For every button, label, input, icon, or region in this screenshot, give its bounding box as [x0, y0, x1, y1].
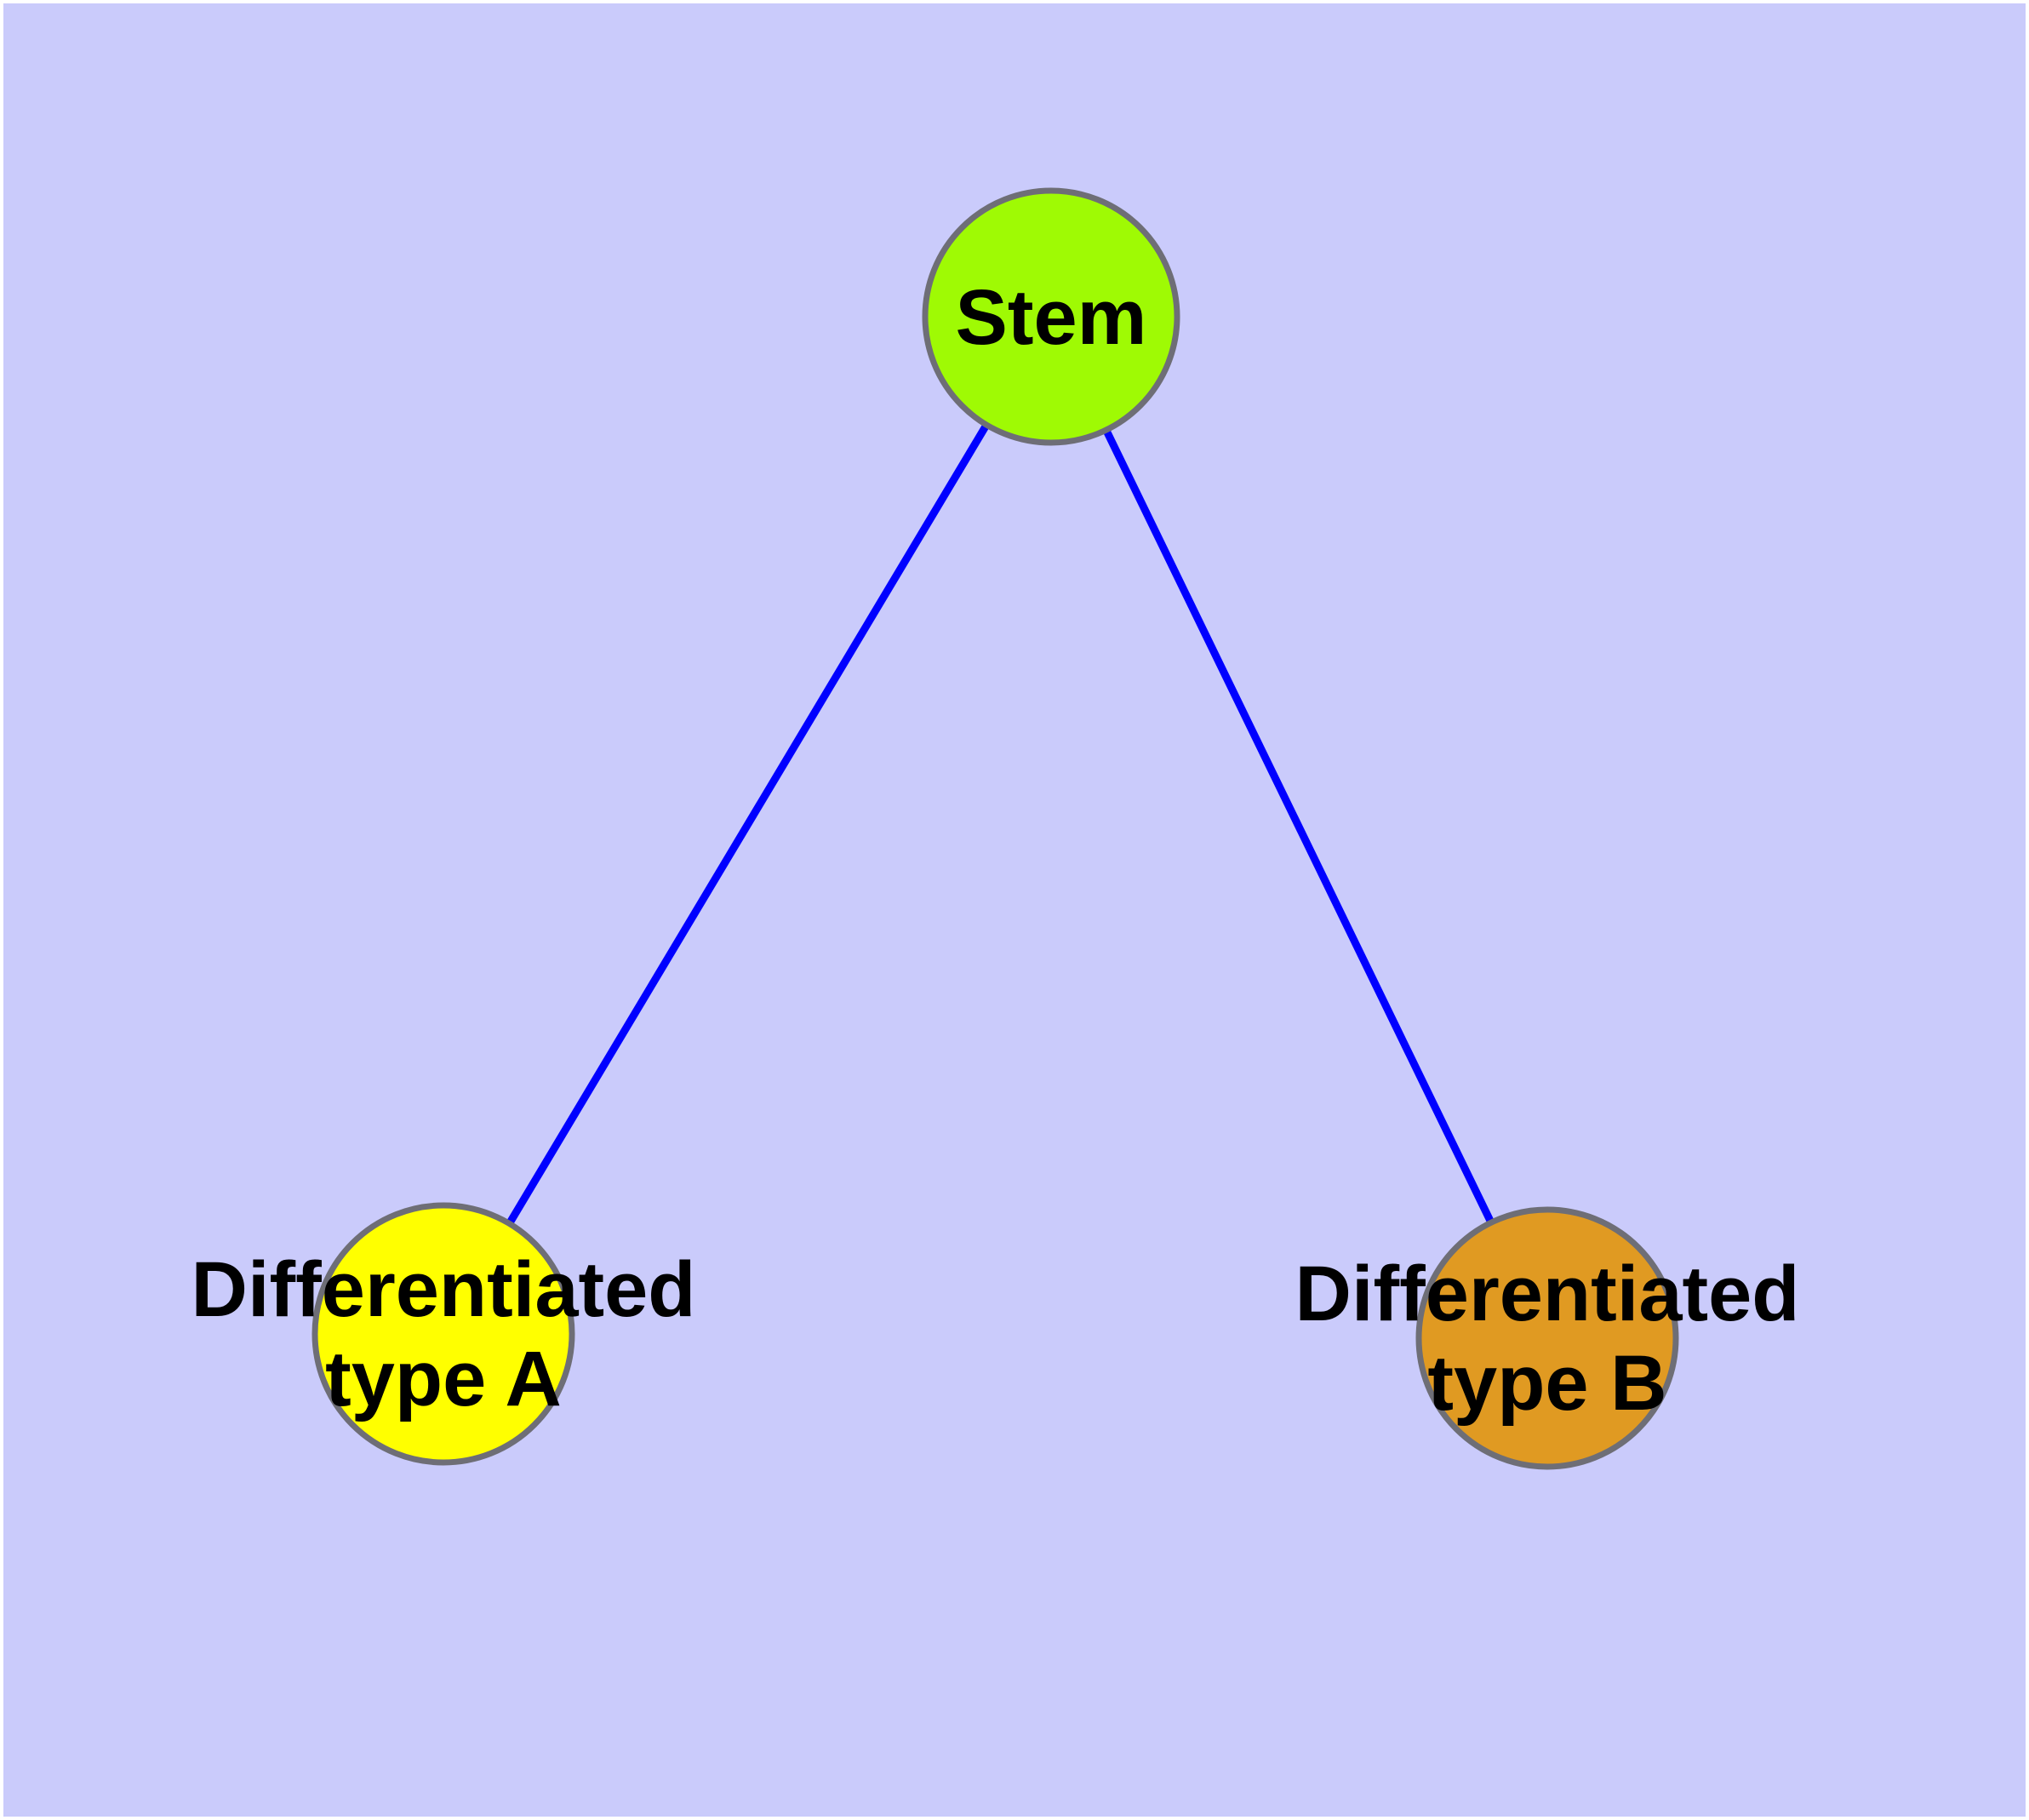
node-diff-b-circle[interactable]: [1415, 1206, 1679, 1470]
node-diff-b-label-line-1: Differentiated: [1295, 1251, 1800, 1337]
node-diff-b[interactable]: [1415, 1206, 1679, 1470]
node-diff-a[interactable]: [311, 1202, 575, 1466]
node-diff-a-label-line-1: Differentiated: [191, 1246, 696, 1333]
node-diff-a-label-line-2: type A: [325, 1336, 562, 1422]
edge-stem-to-diff-b[interactable]: [1047, 315, 1552, 1340]
node-layer: [311, 187, 1679, 1470]
edge-layer: [440, 314, 1552, 1340]
node-stem[interactable]: [922, 187, 1180, 446]
node-stem-circle[interactable]: [922, 187, 1180, 446]
node-stem-label-line-1: Stem: [956, 274, 1147, 361]
node-diff-b-label-line-2: type B: [1427, 1340, 1666, 1427]
label-layer: Stem Differentiated type A Differentiate…: [191, 274, 1800, 1427]
edge-stem-to-diff-a[interactable]: [440, 314, 1055, 1336]
node-diff-a-circle[interactable]: [311, 1202, 575, 1466]
